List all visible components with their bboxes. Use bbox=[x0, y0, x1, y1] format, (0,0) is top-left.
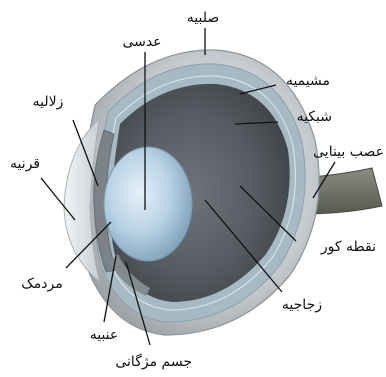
label-pupil: مردمک bbox=[21, 276, 63, 292]
label-blind-spot: نقطه کور bbox=[320, 239, 376, 255]
label-choroid: مشیمیه bbox=[286, 73, 330, 89]
label-retina: شبکیه bbox=[297, 109, 332, 125]
label-vitreous: زجاجیه bbox=[282, 297, 322, 313]
label-optic-nerve: عصب بینایی bbox=[313, 144, 384, 160]
label-cornea: قرنیه bbox=[10, 156, 40, 172]
label-sclera: صلبیه bbox=[187, 10, 219, 26]
label-aqueous: زلالیه bbox=[33, 94, 64, 110]
label-lens: عدسی bbox=[122, 34, 161, 50]
lens-shape bbox=[104, 147, 192, 261]
label-iris: عنبیه bbox=[90, 327, 119, 343]
label-ciliary-body: جسم مژگانی bbox=[115, 353, 192, 370]
